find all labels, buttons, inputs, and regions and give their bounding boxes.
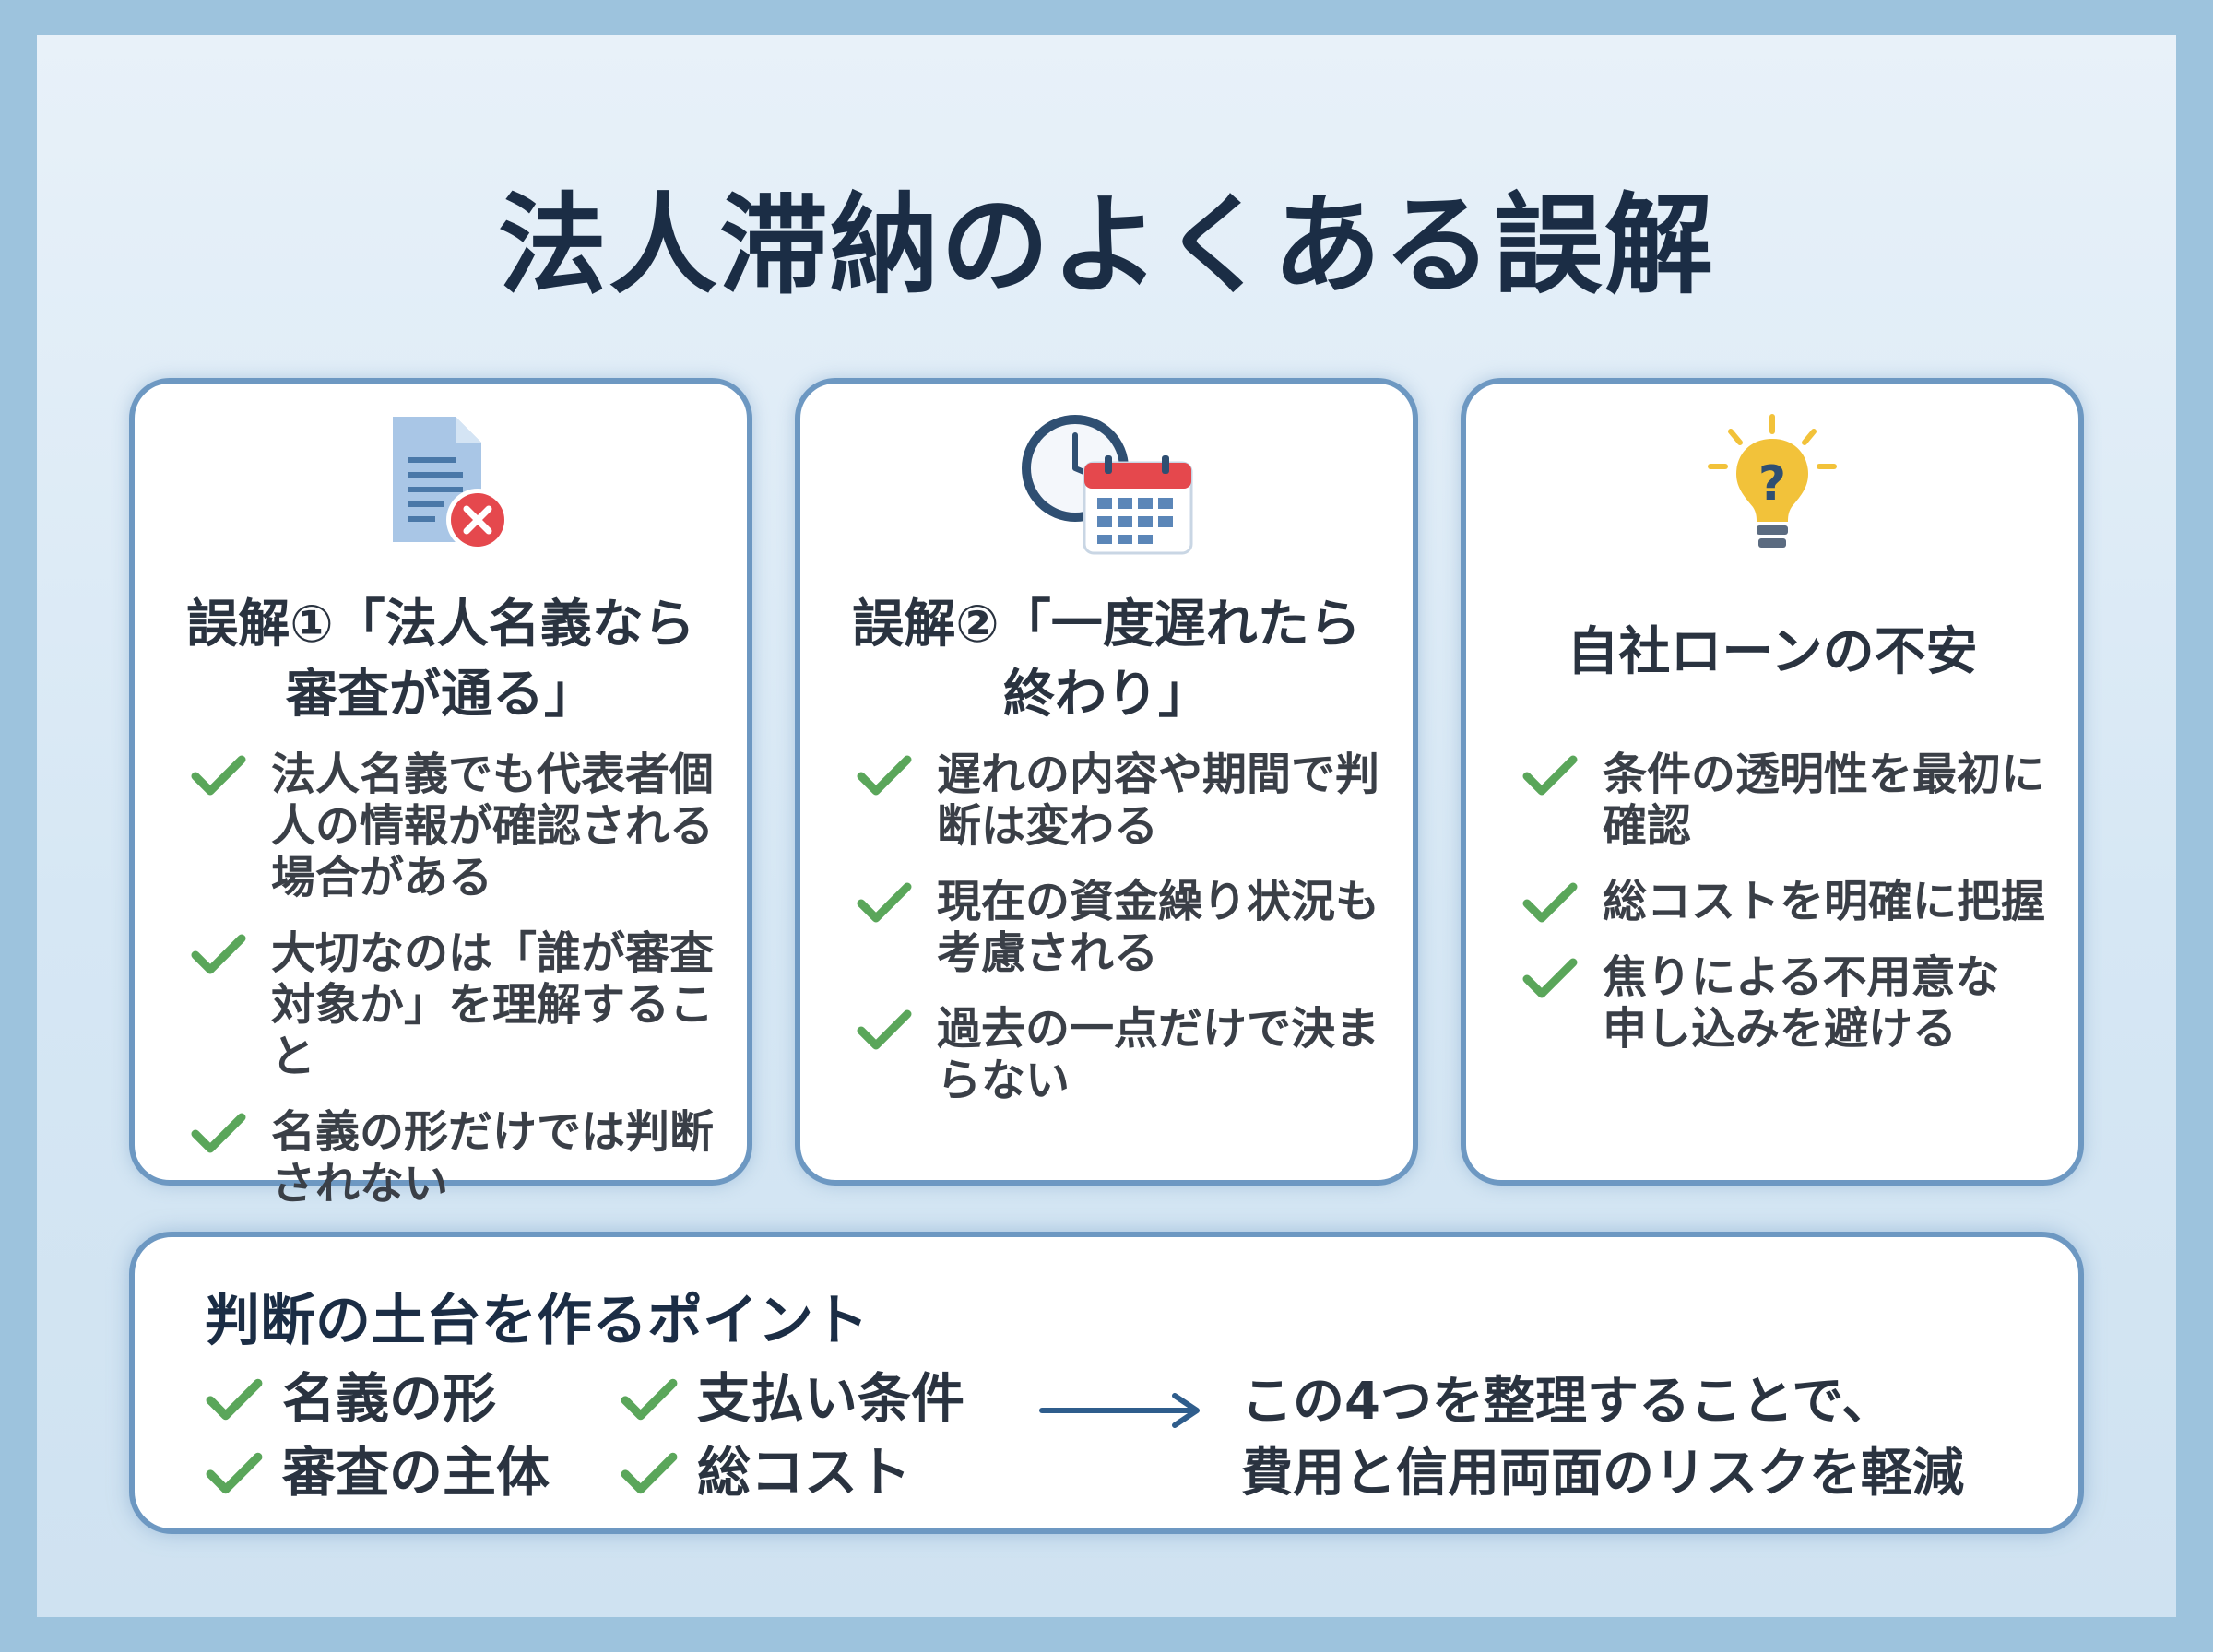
card-icon-area bbox=[800, 411, 1413, 559]
check-icon bbox=[621, 1452, 678, 1494]
misconception-card-1: 誤解①「法人名義なら 審査が通る」 法人名義でも代表者個人の情報が確認される場合… bbox=[129, 378, 752, 1210]
summary-title: 判断の土台を作るポイント bbox=[205, 1289, 869, 1353]
card-title: 誤解①「法人名義なら 審査が通る」 bbox=[186, 595, 695, 725]
check-icon bbox=[191, 934, 246, 974]
check-icon bbox=[1522, 755, 1578, 796]
list-item: 条件の透明性を最初に確認 bbox=[1521, 749, 2060, 852]
clock-calendar-icon bbox=[1022, 415, 1193, 555]
card-item-list: 法人名義でも代表者個人の情報が確認される場合がある 大切なのは「誰が審査対象か」… bbox=[190, 749, 728, 1210]
list-item: 名義の形だけでは判断されない bbox=[190, 1106, 728, 1210]
lightbulb-question-icon: ? bbox=[1708, 414, 1837, 548]
check-icon bbox=[191, 755, 246, 796]
card-icon-area: ? bbox=[1466, 411, 2078, 559]
misconception-card-3: ? 自社ローンの不安 条件の透明性を最初に確認 総コストを明確に把握 焦りによる… bbox=[1461, 378, 2084, 1186]
summary-box: 判断の土台を作るポイント 名義の形 支払い条件 審査の主体 総コスト この4つを… bbox=[129, 1232, 2084, 1534]
list-item: 総コストを明確に把握 bbox=[1521, 876, 2060, 927]
list-item: 遅れの内容や期間で判断は変わる bbox=[856, 749, 1394, 852]
list-item: 大切なのは「誰が審査対象か」を理解すること bbox=[190, 927, 728, 1082]
check-icon bbox=[857, 1009, 912, 1050]
svg-text:?: ? bbox=[1758, 456, 1786, 512]
card-title: 誤解②「一度遅れたら 終わり」 bbox=[852, 595, 1361, 725]
card-item-list: 遅れの内容や期間で判断は変わる 現在の資金繰り状況も考慮される 過去の一点だけで… bbox=[856, 749, 1394, 1106]
card-item-list: 条件の透明性を最初に確認 総コストを明確に把握 焦りによる不用意な申し込みを避け… bbox=[1521, 749, 2060, 1055]
check-icon bbox=[857, 882, 912, 923]
card-title: 自社ローンの不安 bbox=[1567, 622, 1978, 682]
card-icon-area bbox=[135, 411, 747, 559]
document-error-icon bbox=[393, 417, 509, 551]
check-icon bbox=[621, 1378, 678, 1421]
check-icon bbox=[857, 755, 912, 796]
point-item: 支払い条件 bbox=[620, 1366, 964, 1431]
misconception-card-2: 誤解②「一度遅れたら 終わり」 遅れの内容や期間で判断は変わる 現在の資金繰り状… bbox=[795, 378, 1418, 1186]
arrow-right-icon bbox=[1039, 1393, 1200, 1428]
check-icon bbox=[206, 1378, 263, 1421]
check-icon bbox=[1522, 882, 1578, 923]
page-title: 法人滞納のよくある誤解 bbox=[497, 182, 1715, 309]
point-item: 審査の主体 bbox=[205, 1440, 550, 1504]
list-item: 過去の一点だけで決まらない bbox=[856, 1003, 1394, 1106]
summary-conclusion: この4つを整理することで、 費用と信用両面のリスクを軽減 bbox=[1241, 1372, 1964, 1504]
point-item: 名義の形 bbox=[205, 1366, 496, 1431]
check-icon bbox=[191, 1113, 246, 1153]
check-icon bbox=[1522, 958, 1578, 998]
list-item: 焦りによる不用意な申し込みを避ける bbox=[1521, 951, 2060, 1055]
check-icon bbox=[206, 1452, 263, 1494]
list-item: 法人名義でも代表者個人の情報が確認される場合がある bbox=[190, 749, 728, 903]
point-item: 総コスト bbox=[620, 1440, 911, 1504]
list-item: 現在の資金繰り状況も考慮される bbox=[856, 876, 1394, 979]
